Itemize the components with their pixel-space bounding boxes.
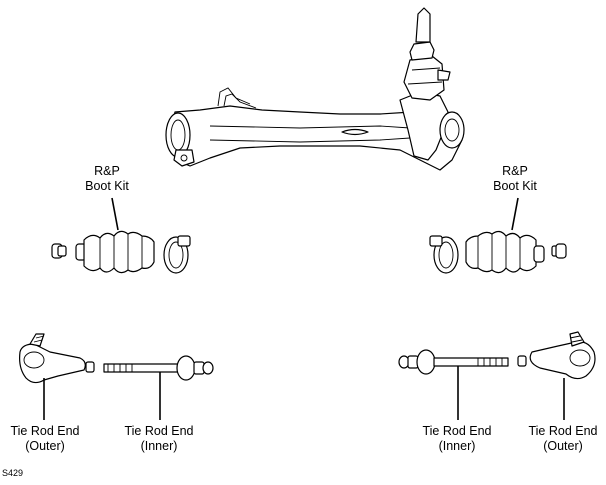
tie-rod-end-inner-right-label: Tie Rod End (Inner) [416,424,498,454]
boot-kit-left-label: R&P Boot Kit [72,164,142,194]
boot-kit-right-leader [511,197,519,231]
rack-and-pinion-assembly [165,7,465,171]
tie-rod-end-inner-left-label: Tie Rod End (Inner) [118,424,200,454]
boot-kit-left-label-line2: Boot Kit [85,179,129,193]
tie-rod-end-inner-left-label-line1: Tie Rod End [124,424,194,438]
tie-rod-end-inner-right-label-line2: (Inner) [438,439,476,453]
tie-rod-end-outer-right-label: Tie Rod End (Outer) [522,424,604,454]
boot-kit-left [51,197,191,274]
small-clamp-right [551,243,567,259]
tie-rod-end-outer-right-label-line2: (Outer) [543,439,583,453]
boot-kit-right [429,197,567,274]
tie-rod-end-outer-right-label-line1: Tie Rod End [528,424,598,438]
boot-kit-left-leader [111,197,119,231]
large-clamp-right [429,235,459,274]
figure-id: S429 [2,468,24,478]
tie-rod-end-inner-right-part [398,349,509,420]
bellows-boot-right [465,230,545,274]
tie-rod-end-outer-right-part [517,331,596,420]
tie-rod-end-outer-left-label-line1: Tie Rod End [10,424,80,438]
boot-kit-right-label: R&P Boot Kit [480,164,550,194]
tie-rod-end-inner-left-part [103,355,214,420]
bellows-boot-left [75,230,155,274]
tie-rod-end-outer-left-label-line2: (Outer) [25,439,65,453]
tie-rod-end-inner-right-label-line1: Tie Rod End [422,424,492,438]
tie-rod-end-outer-left-label: Tie Rod End (Outer) [4,424,86,454]
large-clamp-left [163,235,191,274]
tie-rod-end-inner-left-label-line2: (Inner) [140,439,178,453]
boot-kit-left-label-line1: R&P [94,164,120,178]
boot-kit-right-label-line1: R&P [502,164,528,178]
boot-kit-right-label-line2: Boot Kit [493,179,537,193]
tie-rod-end-outer-left-part [19,333,95,420]
